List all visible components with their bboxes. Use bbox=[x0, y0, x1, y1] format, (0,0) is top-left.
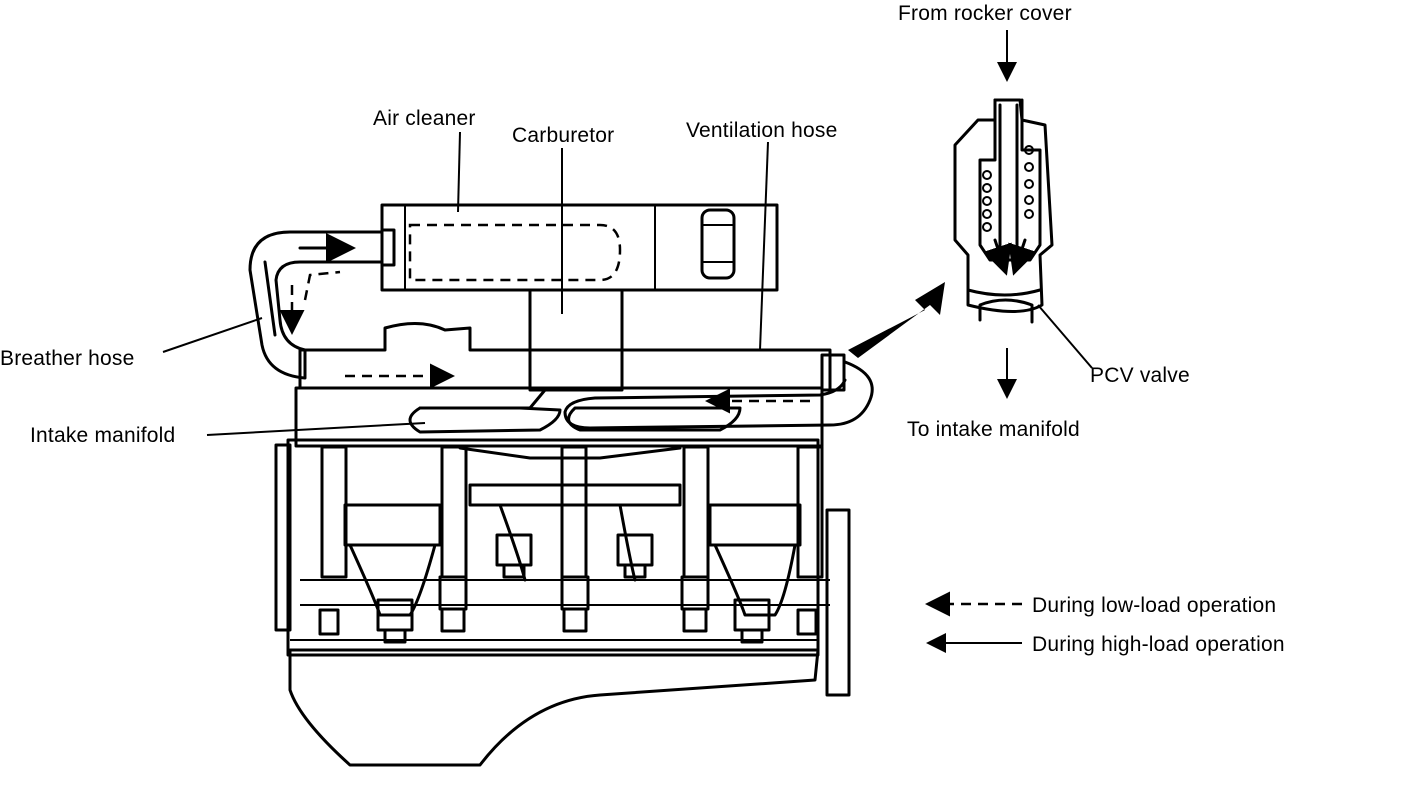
bolt bbox=[495, 533, 533, 567]
breather-hose bbox=[248, 230, 384, 380]
valve-holes bbox=[982, 145, 1034, 232]
engine-block bbox=[286, 438, 820, 657]
ventilation-hose bbox=[563, 360, 874, 430]
label-intake-manifold: Intake manifold bbox=[30, 424, 175, 447]
legend-high-load: During high-load operation bbox=[926, 633, 1285, 656]
rocker-cover bbox=[298, 322, 832, 390]
legend-low-load: During low-load operation bbox=[925, 591, 1276, 617]
label-pcv-valve: PCV valve bbox=[1090, 364, 1190, 387]
label-from-rocker-cover: From rocker cover bbox=[898, 2, 1072, 25]
stud bbox=[682, 445, 710, 579]
stud bbox=[320, 445, 348, 579]
pointer-arrow bbox=[848, 282, 945, 358]
label-to-intake-manifold: To intake manifold bbox=[907, 418, 1080, 441]
cylinder-head bbox=[294, 386, 824, 448]
oil-pan bbox=[288, 648, 820, 767]
carburetor bbox=[528, 288, 624, 392]
legend-low-load-label: During low-load operation bbox=[1032, 594, 1276, 617]
engine-illustration bbox=[248, 203, 945, 767]
filter-element bbox=[408, 223, 622, 282]
label-carburetor: Carburetor bbox=[512, 124, 614, 147]
pcv-valve-detail bbox=[953, 30, 1054, 399]
legend-high-load-label: During high-load operation bbox=[1032, 633, 1285, 656]
intake-manifold-runner bbox=[408, 406, 562, 434]
stud bbox=[560, 445, 588, 579]
label-air-cleaner: Air cleaner bbox=[373, 107, 476, 130]
flywheel-plate bbox=[825, 508, 851, 697]
pcv-valve-body bbox=[953, 98, 1054, 313]
label-ventilation-hose: Ventilation hose bbox=[686, 119, 837, 142]
leader-lines bbox=[162, 131, 1093, 436]
legend: During low-load operation During high-lo… bbox=[925, 591, 1285, 656]
label-breather-hose: Breather hose bbox=[0, 347, 135, 370]
stud bbox=[440, 445, 468, 579]
bolt bbox=[616, 533, 654, 567]
